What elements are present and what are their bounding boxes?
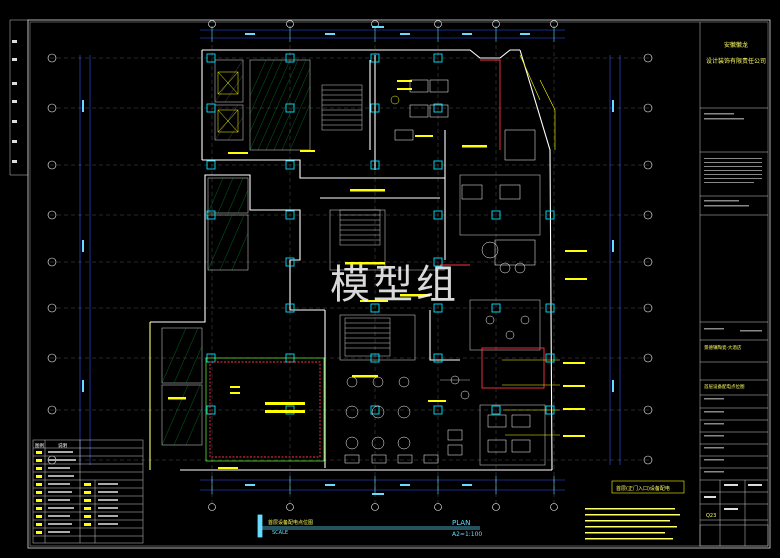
- legend-table: [32, 439, 144, 544]
- dimension-lines: [79, 29, 621, 491]
- notes-box: [611, 480, 685, 494]
- scale-value: A2=1:100: [452, 531, 483, 538]
- axis-bubbles: [47, 20, 653, 511]
- notes-title: 首层(正门入口)设备配电: [616, 486, 670, 492]
- drawing-border: [27, 19, 771, 549]
- company-name-line2: 设计装饰有限责任公司: [706, 58, 767, 65]
- yellow-wiring: [149, 54, 560, 470]
- equipment-markers: [168, 80, 587, 469]
- watermark-text: 模型组: [330, 262, 459, 308]
- title-block: [699, 22, 769, 547]
- stair-cores: [321, 84, 391, 357]
- company-name-line1: 安徽徽龙: [724, 42, 749, 49]
- plan-label: PLAN: [452, 519, 471, 527]
- legend-header-description: 说明: [58, 444, 67, 449]
- dining-furniture: [344, 79, 536, 464]
- green-zone-outline: [205, 357, 325, 462]
- drawing-inner-border: [29, 21, 769, 547]
- plan-title-box: [257, 514, 480, 538]
- plan-title: 首层设备配电点位图: [268, 520, 314, 526]
- hatched-areas: [161, 59, 311, 446]
- structural-columns: [206, 53, 555, 415]
- project-name: 景德镇陶瓷·大酒店: [704, 346, 742, 351]
- title-block-fine-text: [704, 113, 762, 510]
- elevators: [217, 71, 239, 133]
- scale-label: SCALE: [272, 530, 289, 536]
- legend-symbols: [36, 451, 91, 534]
- notes-text: [585, 508, 680, 540]
- red-zone-outlines: [209, 59, 545, 458]
- sheet-number: Q23: [706, 513, 717, 519]
- drawing-title: 首层设备配电点位图: [704, 385, 745, 390]
- left-margin-strip: [9, 19, 29, 176]
- legend-entries: [48, 451, 118, 533]
- legend-header-symbol: 图例: [35, 444, 44, 449]
- dimension-text: [82, 26, 614, 495]
